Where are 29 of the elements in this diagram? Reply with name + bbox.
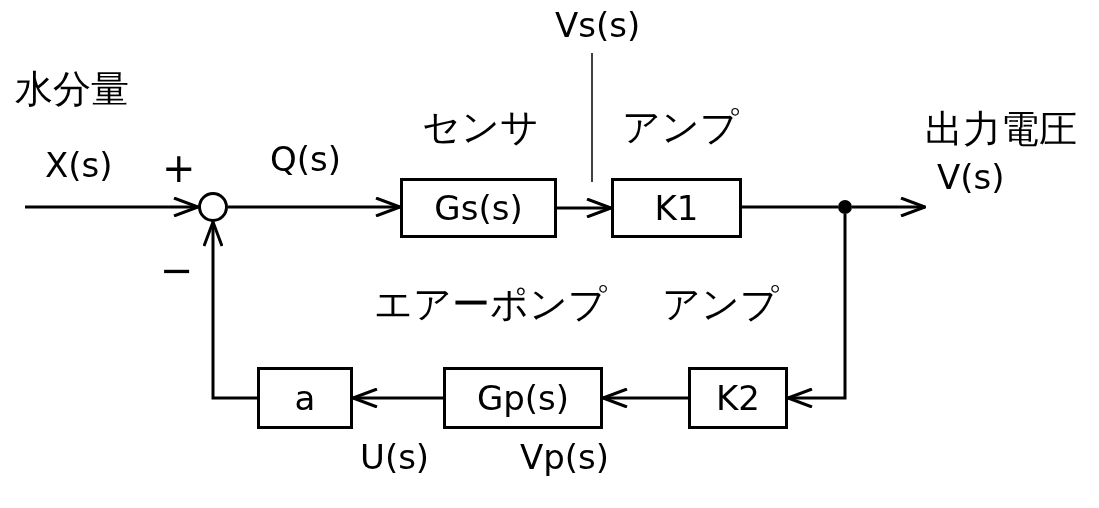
arrow bbox=[25, 196, 200, 218]
transfer-function-box: K2 bbox=[688, 367, 788, 429]
branch-point bbox=[838, 200, 852, 214]
edge-label: X(s) bbox=[45, 148, 113, 182]
edge-label: Vp(s) bbox=[520, 440, 610, 474]
transfer-function-box: Gs(s) bbox=[400, 178, 557, 238]
block-heading: アンプ bbox=[620, 108, 740, 146]
transfer-function-box: K1 bbox=[611, 178, 742, 238]
signal-label: 出力電圧 bbox=[925, 110, 1078, 148]
arrow bbox=[601, 387, 688, 409]
arrow bbox=[202, 220, 257, 400]
sign-label: + bbox=[162, 148, 196, 188]
edge-label: Q(s) bbox=[270, 142, 341, 176]
arrow bbox=[557, 197, 613, 219]
transfer-function-box: a bbox=[257, 367, 353, 429]
arrow bbox=[852, 196, 927, 218]
arrow bbox=[351, 387, 443, 409]
leader-line bbox=[591, 52, 593, 183]
signal-label: V(s) bbox=[936, 160, 1006, 194]
block-heading: エアーポンプ bbox=[372, 285, 608, 323]
input-heading: 水分量 bbox=[15, 70, 129, 108]
block-heading: アンプ bbox=[660, 285, 780, 323]
block-heading: センサ bbox=[420, 108, 540, 146]
arrow bbox=[786, 214, 847, 409]
arrow bbox=[228, 196, 402, 218]
sign-label: − bbox=[160, 250, 194, 290]
transfer-function-box: Gp(s) bbox=[443, 367, 603, 429]
summing-junction bbox=[198, 192, 228, 222]
edge-label: U(s) bbox=[360, 440, 430, 474]
